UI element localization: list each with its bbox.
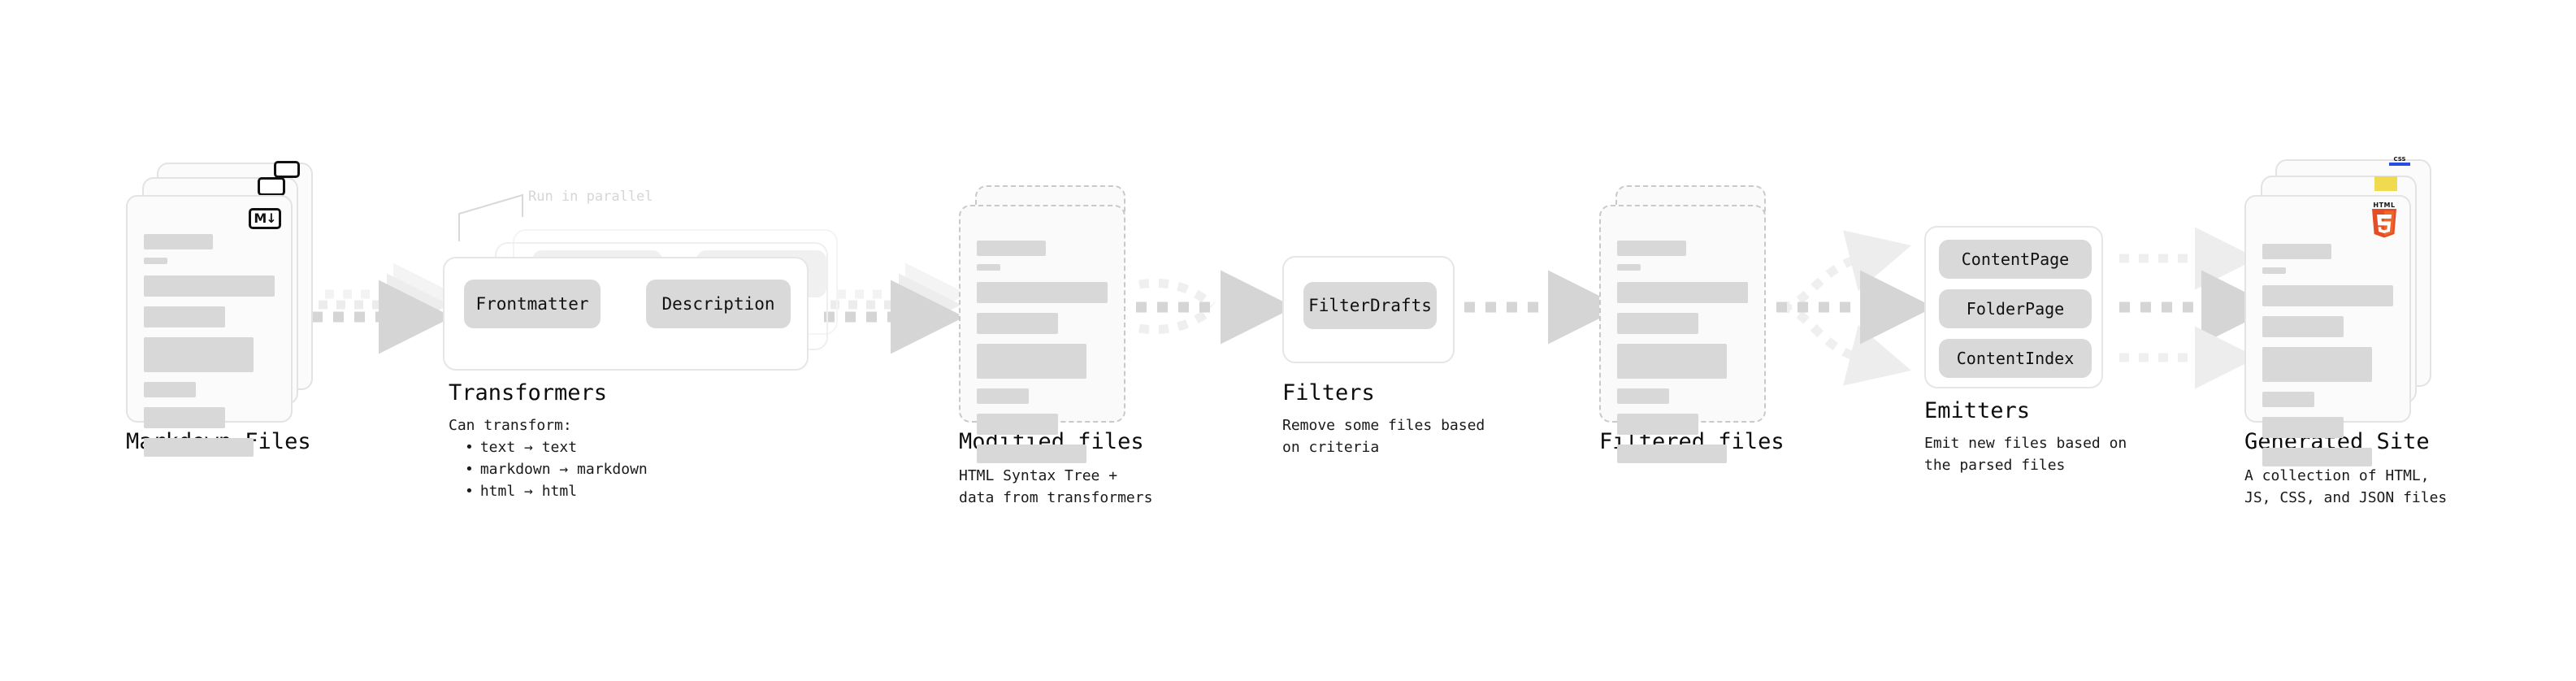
file-skeleton [1617, 241, 1748, 463]
list-item: text → text [465, 436, 648, 458]
skeleton-bar [2262, 244, 2332, 259]
arrow-filtered-to-emitters [1776, 230, 1934, 386]
skeleton-bar [977, 264, 1000, 271]
css-icon: CSS [2389, 156, 2410, 166]
chip-contentpage[interactable]: ContentPage [1939, 240, 2092, 279]
html5-icon: HTML [2370, 202, 2398, 243]
chip-folderpage[interactable]: FolderPage [1939, 289, 2092, 328]
chip-frontmatter[interactable]: Frontmatter [464, 280, 601, 328]
chip-filterdrafts[interactable]: FilterDrafts [1303, 282, 1437, 329]
transformer-capabilities-list: text → text markdown → markdown html → h… [449, 436, 648, 502]
skeleton-bar [977, 282, 1108, 303]
skeleton-bar [2262, 417, 2344, 438]
html5-label: HTML [2373, 202, 2396, 209]
arrow-emitters-to-site [2119, 227, 2275, 389]
skeleton-bar [1617, 282, 1748, 303]
arrow-modified-to-filters [1136, 270, 1295, 345]
filters-group-box: FilterDrafts [1282, 256, 1455, 363]
skeleton-bar [2262, 392, 2315, 407]
skeleton-bar [144, 407, 225, 428]
subtitle-transformers: Can transform: [449, 417, 572, 434]
skeleton-bar [1617, 344, 1728, 379]
skeleton-bar [144, 382, 197, 397]
chip-description[interactable]: Description [646, 280, 791, 328]
subtitle-emitters: Emit new files based on the parsed files [1924, 435, 2127, 474]
skeleton-bar [977, 445, 1087, 463]
stage-markdown-files: M↓ [126, 161, 313, 457]
site-card-front: HTML [2244, 195, 2411, 466]
filtered-card-front [1599, 205, 1766, 463]
skeleton-bar [2262, 285, 2393, 306]
label-emitters: Emitters [1924, 398, 2031, 423]
file-skeleton [2262, 244, 2393, 466]
skeleton-bar [144, 438, 254, 457]
skeleton-bar [977, 414, 1058, 435]
filtered-card-stack [1599, 185, 1786, 463]
skeleton-bar [144, 337, 254, 372]
markdown-icon: M↓ [249, 208, 281, 229]
chip-contentindex[interactable]: ContentIndex [1939, 339, 2092, 378]
skeleton-bar [144, 275, 275, 297]
stage-generated-site: CSS HTML [2244, 156, 2439, 466]
markdown-icon [274, 161, 300, 178]
skeleton-bar [977, 241, 1047, 256]
skeleton-bar [1617, 414, 1698, 435]
stage-modified-files [959, 185, 1146, 463]
subtitle-generated-site: A collection of HTML, JS, CSS, and JSON … [2244, 467, 2448, 506]
markdown-card-stack: M↓ [126, 161, 313, 457]
list-item: html → html [465, 480, 648, 502]
skeleton-bar [977, 388, 1030, 404]
file-skeleton [144, 234, 275, 457]
subtitle-modified-files: HTML Syntax Tree + data from transformer… [959, 467, 1153, 506]
js-icon [2374, 176, 2397, 191]
skeleton-bar [977, 313, 1058, 334]
css-underline [2389, 163, 2410, 166]
css-label: CSS [2393, 156, 2406, 163]
skeleton-bar [1617, 264, 1641, 271]
skeleton-bar [977, 344, 1087, 379]
transformer-group-box: Frontmatter Description [443, 257, 809, 371]
arrow-md-to-transformers [312, 262, 456, 354]
file-skeleton [977, 241, 1108, 463]
stage-filtered-files [1599, 185, 1786, 463]
skeleton-bar [2262, 267, 2286, 274]
emitters-group-box: ContentPage FolderPage ContentIndex [1924, 226, 2103, 388]
modified-card-stack [959, 185, 1146, 463]
markdown-card-front: M↓ [126, 195, 293, 457]
parallel-bracket-icon [458, 193, 523, 241]
skeleton-bar [144, 234, 214, 249]
label-transformers: Transformers [449, 380, 608, 406]
skeleton-bar [1617, 241, 1687, 256]
subtitle-filters: Remove some files based on criteria [1282, 417, 1485, 456]
skeleton-bar [2262, 316, 2344, 337]
markdown-icon [258, 177, 285, 196]
skeleton-bar [2262, 448, 2373, 466]
skeleton-bar [144, 258, 167, 264]
list-item: markdown → markdown [465, 458, 648, 480]
site-card-stack: CSS HTML [2244, 156, 2439, 466]
skeleton-bar [1617, 388, 1670, 404]
skeleton-bar [1617, 445, 1728, 463]
skeleton-bar [1617, 313, 1698, 334]
skeleton-bar [144, 306, 225, 327]
run-in-parallel-note: Run in parallel [528, 189, 653, 205]
html5-shield [2372, 209, 2396, 238]
label-filters: Filters [1282, 380, 1375, 406]
skeleton-bar [2262, 347, 2373, 382]
modified-card-front [959, 205, 1125, 463]
